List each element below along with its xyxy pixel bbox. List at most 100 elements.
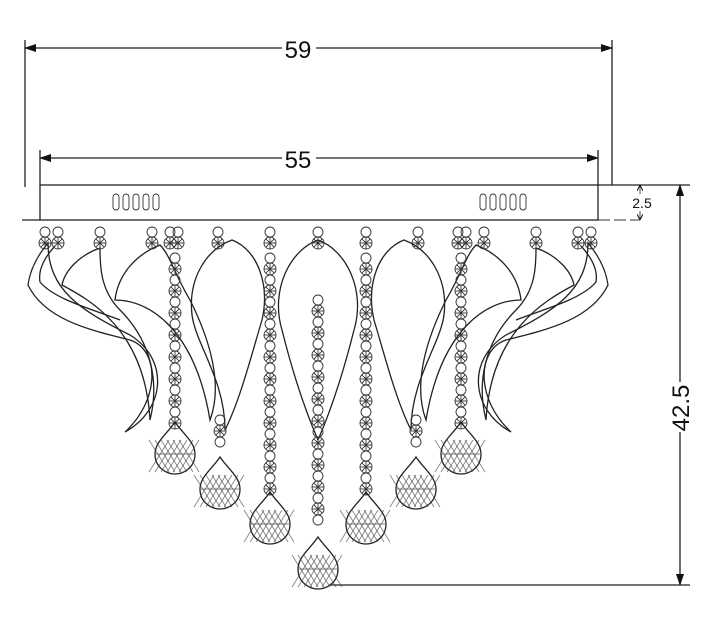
vent-slot [132,193,140,211]
bead [360,252,372,264]
bead [172,226,184,238]
bead [312,404,324,416]
bead [455,362,467,374]
bead [312,360,324,372]
bead [360,362,372,374]
bead [263,394,277,408]
bead [360,406,372,418]
bead [530,226,542,238]
bead [359,438,373,452]
bead [169,406,181,418]
bead [360,384,372,396]
bead [454,394,468,408]
bead [311,348,325,362]
bead [311,236,325,250]
bead [213,424,227,438]
bead [168,306,182,320]
bead [454,284,468,298]
vent-slot [112,193,120,211]
bead [312,492,324,504]
bead [452,226,464,238]
bead [311,436,325,450]
bead [359,482,373,496]
bead [171,236,185,250]
bead [263,284,277,298]
bead [52,226,64,238]
bead [169,252,181,264]
bead [263,328,277,342]
canopy [39,184,599,221]
bead [169,274,181,286]
bead [412,226,424,238]
bead [359,350,373,364]
glass-leaf [27,241,159,433]
glass-leaf [61,247,155,421]
glass-leaf [370,239,446,431]
bead [311,304,325,318]
bead [214,414,226,426]
bead [168,350,182,364]
bead [529,236,543,250]
bead [146,226,158,238]
vent-slot [122,193,130,211]
crystal-drop [291,535,343,590]
bead [359,416,373,430]
bead [264,406,276,418]
vent-slot [519,193,527,211]
vent-slot [509,193,517,211]
vent-slot [479,193,487,211]
bead [312,294,324,306]
bead [478,226,490,238]
bead [168,394,182,408]
bead [455,318,467,330]
bead [311,414,325,428]
bead [311,392,325,406]
dimension-canopy-height: 2.5 [598,184,690,221]
bead [411,236,425,250]
bead [312,338,324,350]
bead [311,480,325,494]
bead [214,436,226,448]
bead [263,306,277,320]
bead [454,328,468,342]
bead [455,406,467,418]
bead [169,296,181,308]
glass-leaf [477,241,609,433]
canopy-height-label: 2.5 [632,195,652,211]
bead [94,226,106,238]
bead [263,262,277,276]
bead [264,472,276,484]
glass-leaf [420,244,522,423]
bead [584,236,598,250]
crystal-drop [389,455,441,510]
canopy-width-label: 55 [285,147,312,174]
overall-width-label: 59 [285,37,312,64]
bead [312,470,324,482]
bead [312,226,324,238]
bead [571,236,585,250]
bead [312,514,324,526]
bead [264,296,276,308]
bead [409,424,423,438]
bead [360,226,372,238]
bead [360,450,372,462]
bead [264,252,276,264]
crystal-drop [148,420,200,475]
bead [263,350,277,364]
bead [169,384,181,396]
crystal-drop [193,455,245,510]
glass-leaf [114,244,216,423]
bead [168,262,182,276]
bead [359,236,373,250]
bead [359,284,373,298]
bead [169,362,181,374]
bead [572,226,584,238]
bead [311,502,325,516]
bead [360,318,372,330]
bead [264,340,276,352]
bead [169,340,181,352]
bead [264,384,276,396]
bead [38,236,52,250]
bead [454,306,468,320]
bead [311,370,325,384]
